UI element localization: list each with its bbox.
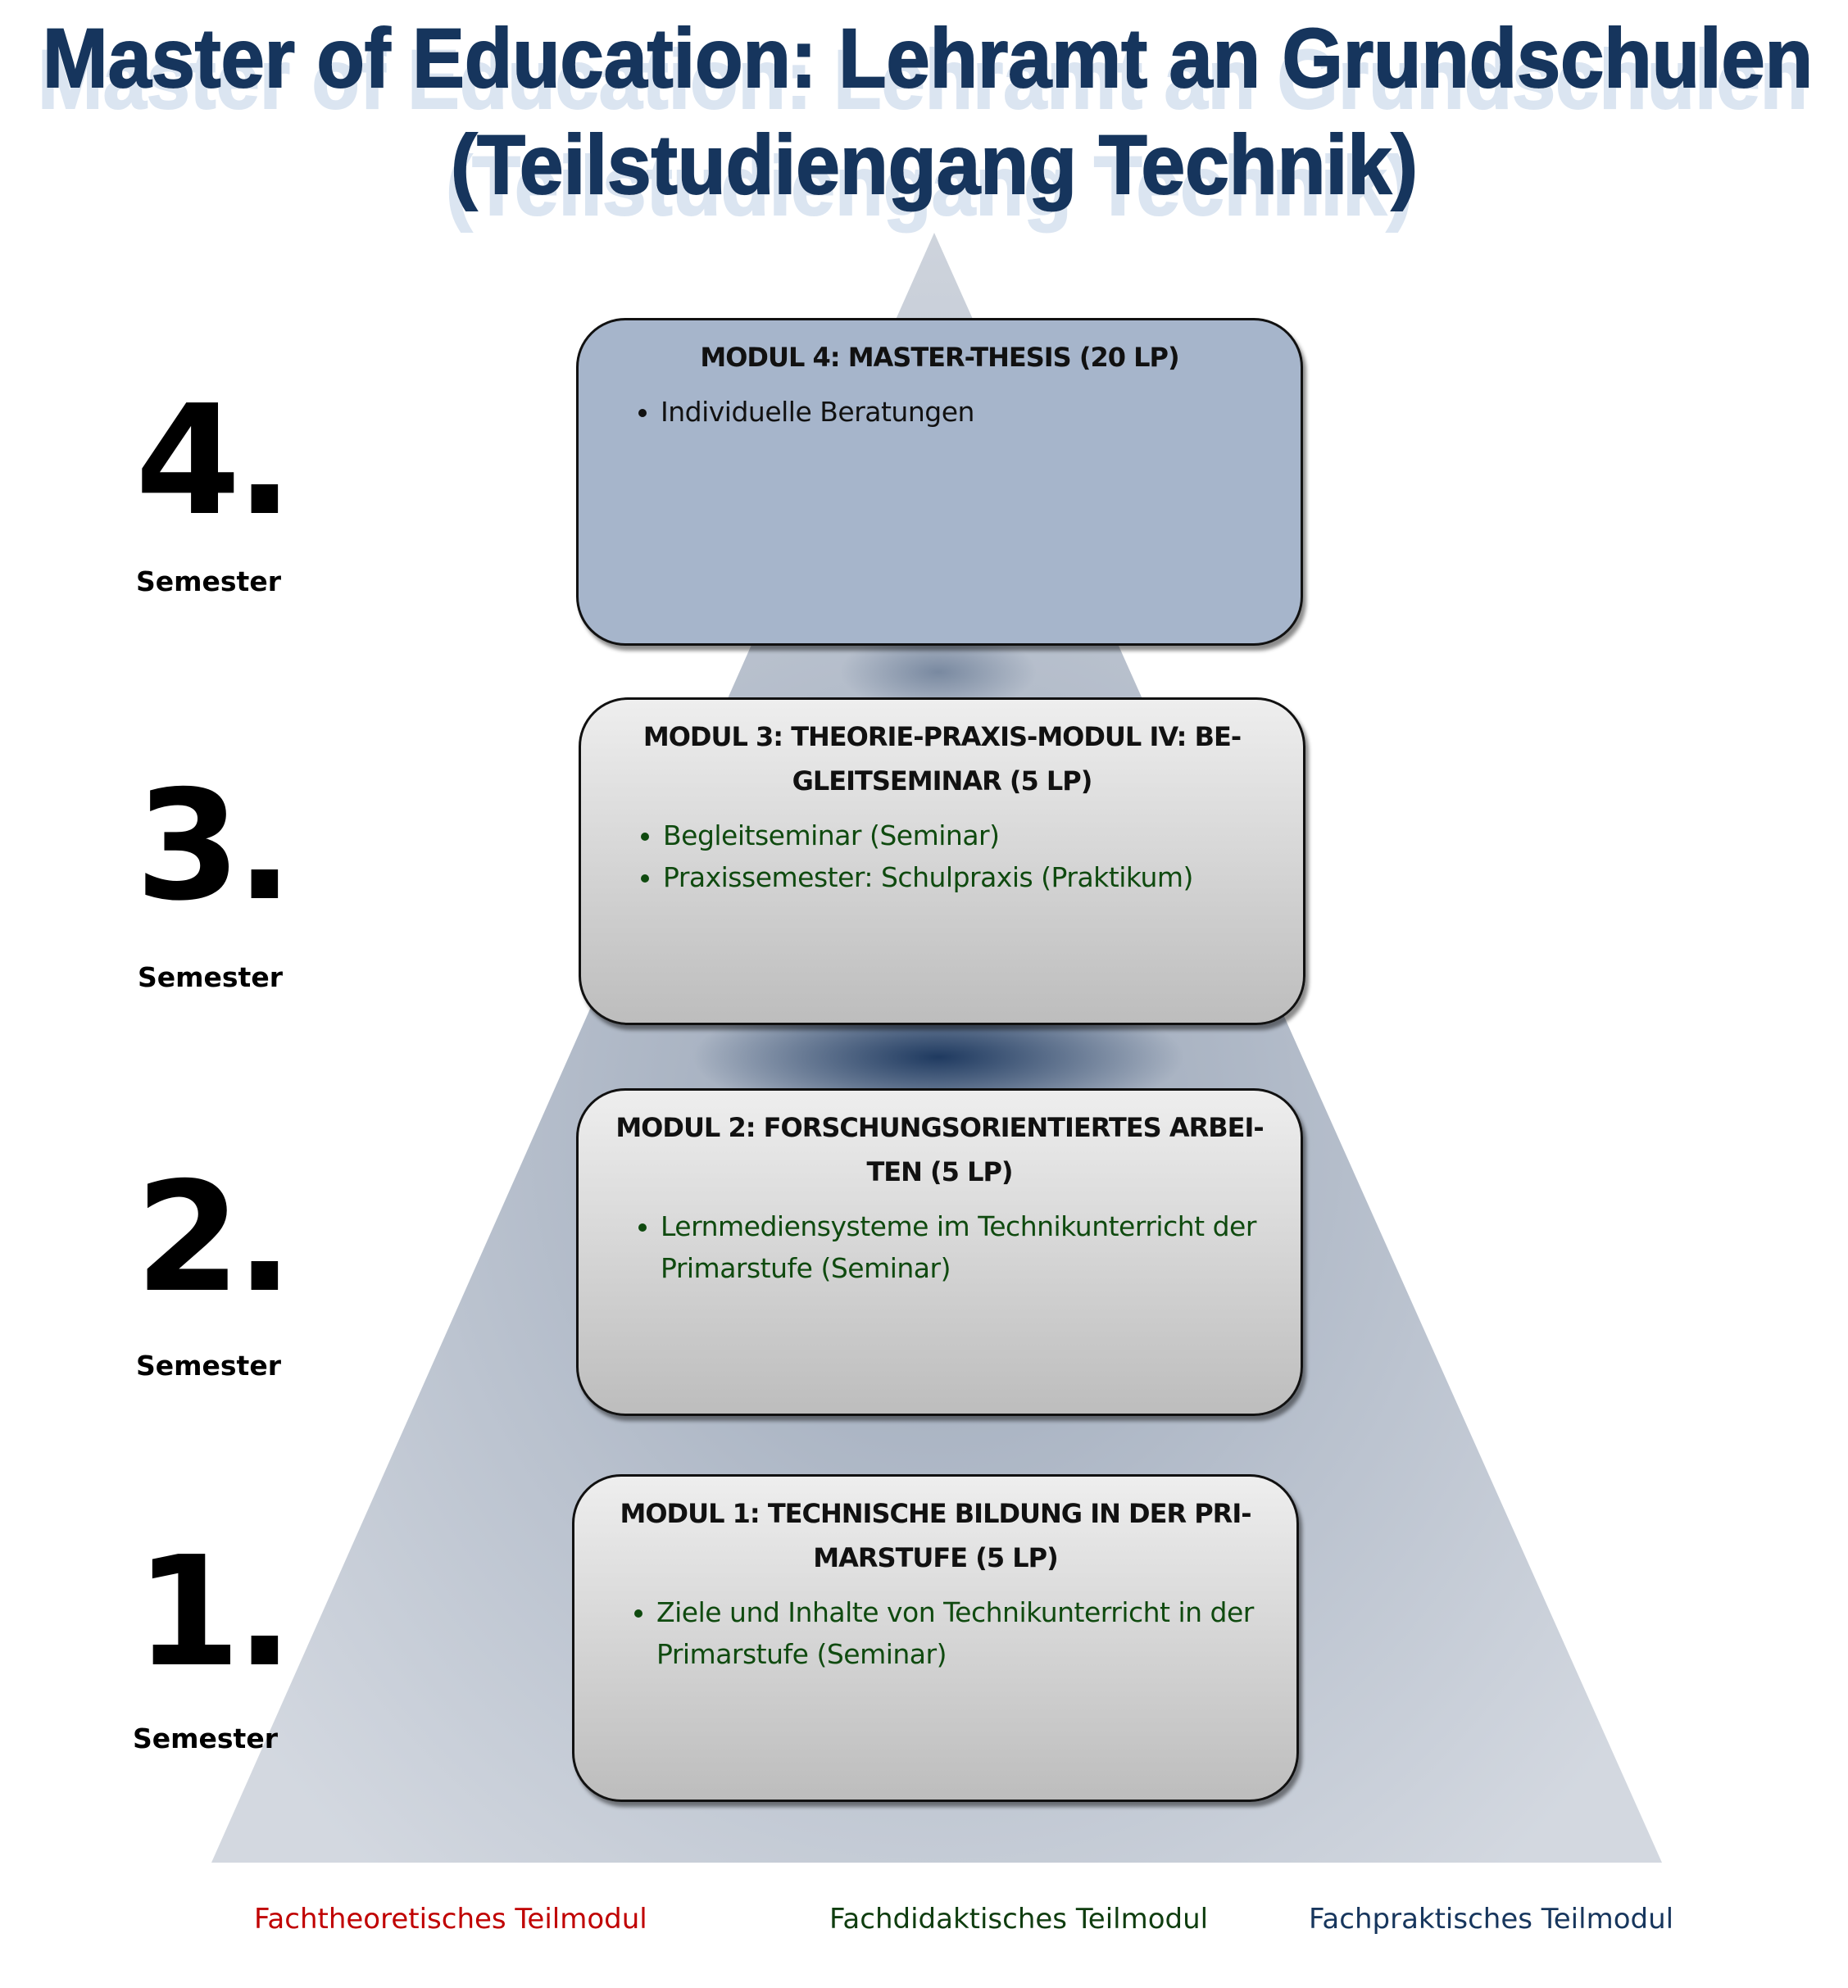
module-4-box: MODUL 4: MASTER-THESIS (20 LP) Individue… — [576, 318, 1303, 646]
legend-fachdidaktisch: Fachdidaktisches Teilmodul — [829, 1903, 1209, 1936]
page-title: Master of Education: Lehramt an Grundsch… — [42, 11, 1814, 212]
module-title: MODUL 4: MASTER-THESIS (20 LP) — [700, 342, 1179, 373]
module-1-box: MODUL 1: TECHNISCHE BILDUNG IN DER PRI-M… — [572, 1474, 1299, 1802]
semester-label: Semester — [133, 1722, 278, 1754]
semester-number: 1. — [135, 1523, 293, 1700]
semester-number: 3. — [135, 757, 293, 934]
legend-fachpraktisch: Fachpraktisches Teilmodul — [1309, 1903, 1674, 1936]
list-item: Individuelle Beratungen — [661, 391, 1268, 433]
list-item: Praxissemester: Schulpraxis (Praktikum) — [663, 856, 1270, 898]
title-line-2: (Teilstudiengang Technik) — [451, 118, 1418, 211]
semester-number: 2. — [135, 1149, 293, 1326]
module-2-box: MODUL 2: FORSCHUNGSORIENTIERTES ARBEI-TE… — [576, 1088, 1303, 1416]
list-item: Begleitseminar (Seminar) — [663, 815, 1270, 856]
title-line-1: Master of Education: Lehramt an Grundsch… — [43, 11, 1813, 105]
list-item: Lernmediensysteme im Technikunterricht d… — [661, 1205, 1268, 1289]
semester-number: 4. — [135, 372, 293, 549]
semester-label: Semester — [136, 565, 281, 597]
semester-label: Semester — [138, 961, 283, 993]
module-title: MODUL 2: FORSCHUNGSORIENTIERTES ARBEI-TE… — [615, 1112, 1264, 1187]
semester-label: Semester — [136, 1350, 281, 1382]
module-title: MODUL 1: TECHNISCHE BILDUNG IN DER PRI-M… — [620, 1498, 1251, 1573]
module-3-box: MODUL 3: THEORIE-PRAXIS-MODUL IV: BE-GLE… — [579, 697, 1305, 1025]
list-item: Ziele und Inhalte von Technikunterricht … — [656, 1591, 1264, 1675]
module-title: MODUL 3: THEORIE-PRAXIS-MODUL IV: BE-GLE… — [642, 721, 1242, 797]
legend-fachtheoretisch: Fachtheoretisches Teilmodul — [254, 1903, 647, 1936]
